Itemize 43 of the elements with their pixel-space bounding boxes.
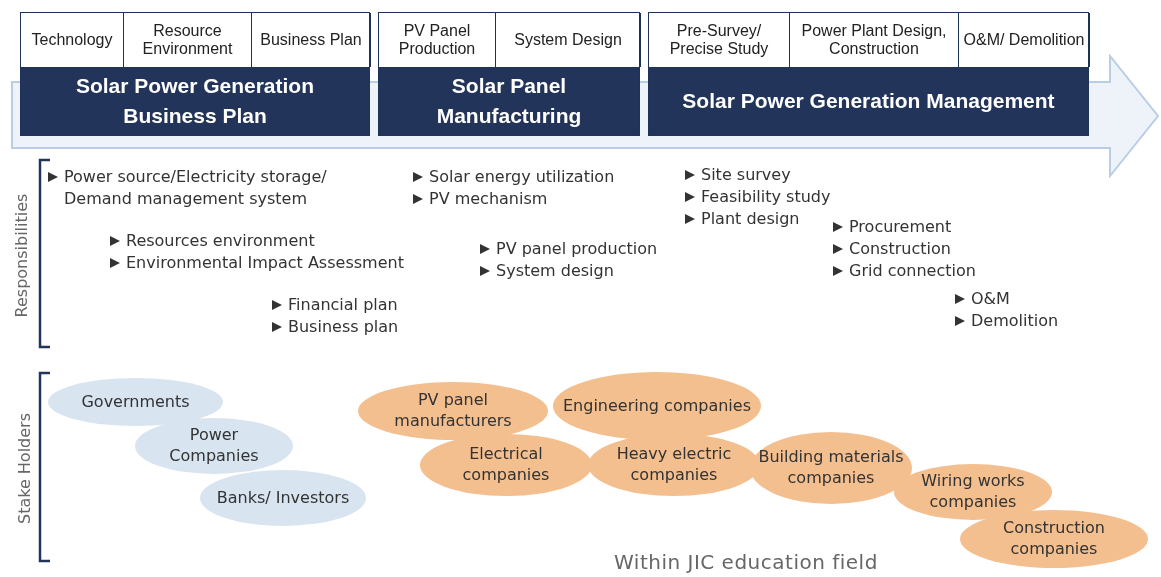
bullet-item: Demolition: [951, 310, 1059, 332]
stakeholder-ellipse: Banks/ Investors: [200, 470, 366, 526]
stakeholder-ellipse: Governments: [48, 378, 223, 426]
stage-heading: Solar Power Generation Business Plan: [21, 67, 369, 135]
stage-heading: Solar Panel Manufacturing: [379, 67, 639, 135]
step-box: Technology: [21, 13, 124, 67]
step-box: PV Panel Production: [379, 13, 496, 67]
step-box: Pre-Survey/ Precise Study: [649, 13, 790, 67]
stage-heading: Solar Power Generation Management: [649, 67, 1088, 135]
bullet-item: PV panel production: [476, 238, 658, 260]
step-box: System Design: [496, 13, 641, 67]
bullet-item: Grid connection: [829, 260, 976, 282]
bullet-item: PV mechanism: [409, 188, 548, 210]
stakeholder-ellipse: Engineering companies: [553, 372, 761, 440]
bullet-item: Environmental Impact Assessment: [106, 252, 404, 274]
bullet-item: Power source/Electricity storage/ Demand management system: [44, 166, 374, 210]
step-box: Resource Environment: [124, 13, 252, 67]
stakeholder-ellipse: Building materials companies: [750, 432, 912, 504]
bullet-item: Resources environment: [106, 230, 315, 252]
bullet-item: O&M: [951, 288, 1010, 310]
stakeholder-ellipse: Power Companies: [135, 418, 293, 474]
bullet-item: Business plan: [268, 316, 399, 338]
step-box: Power Plant Design, Construction: [790, 13, 959, 67]
step-box: O&M/ Demolition: [959, 13, 1090, 67]
stakeholder-ellipse: Construction companies: [960, 510, 1148, 568]
row-heading: Responsibilities: [12, 193, 32, 317]
row-heading: Stake Holders: [14, 412, 34, 524]
bullet-item: System design: [476, 260, 614, 282]
stage-block: [20, 12, 370, 136]
bullet-item: Construction: [829, 238, 951, 260]
bullet-item: Financial plan: [268, 294, 398, 316]
bullet-item: Procurement: [829, 216, 952, 238]
stakeholder-ellipse: PV panel manufacturers: [358, 382, 548, 440]
stage-block: [378, 12, 640, 136]
bullet-item: Site survey: [681, 164, 791, 186]
stakeholder-ellipse: Wiring works companies: [894, 464, 1052, 520]
note-text: Within JIC education field: [614, 550, 878, 574]
bullet-item: Feasibility study: [681, 186, 831, 208]
bullet-item: Plant design: [681, 208, 800, 230]
bullet-item: Solar energy utilization: [409, 166, 615, 188]
step-box: Business Plan: [252, 13, 371, 67]
stage-block: [648, 12, 1089, 136]
stakeholder-ellipse: Electrical companies: [420, 434, 592, 496]
